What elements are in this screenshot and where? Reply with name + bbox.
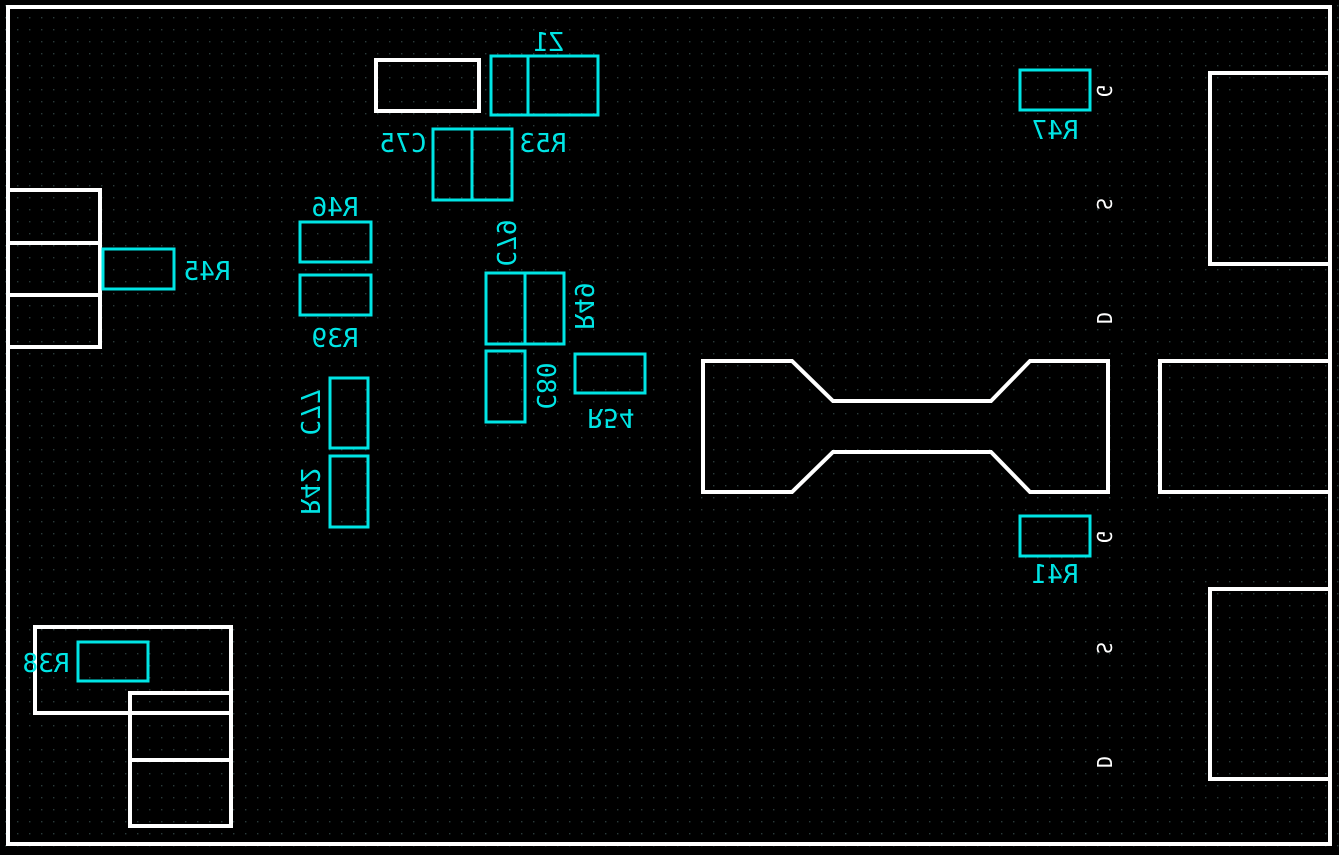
refdes-c79: C79 xyxy=(490,220,520,267)
pin-labels: G S D G S D xyxy=(1092,85,1116,768)
r38-body[interactable] xyxy=(76,640,150,683)
pin-label-s-lower: S xyxy=(1092,642,1116,654)
refdes-r46: R46 xyxy=(312,193,359,223)
pin-label-s-upper: S xyxy=(1092,198,1116,210)
pin-label-g-lower: G xyxy=(1092,531,1116,543)
r47-body[interactable] xyxy=(1018,68,1092,112)
pin-label-g-upper: G xyxy=(1092,85,1116,97)
refdes-r38: R38 xyxy=(23,649,70,679)
pad-right-bottom xyxy=(1208,587,1330,781)
pin-label-d-upper: D xyxy=(1092,312,1116,324)
refdes-r42: R42 xyxy=(294,468,324,515)
refdes-labels: Z1 R53 C75 R46 R45 R39 C79 R49 C80 R54 C xyxy=(23,28,1079,679)
pad-right-top xyxy=(1208,71,1330,266)
pad-outlines xyxy=(8,58,1330,828)
connector-left-edge xyxy=(8,188,102,349)
component-bodies xyxy=(76,54,1092,683)
z1-body[interactable] xyxy=(489,54,600,117)
transistor-footprint xyxy=(701,359,1110,494)
refdes-r53: R53 xyxy=(520,129,567,159)
refdes-c80: C80 xyxy=(530,363,560,410)
r42-body[interactable] xyxy=(328,454,370,529)
refdes-r54: R54 xyxy=(588,402,635,432)
refdes-z1: Z1 xyxy=(533,28,564,58)
r54-body[interactable] xyxy=(573,352,647,395)
board-outline xyxy=(6,5,1332,846)
refdes-c75: C75 xyxy=(380,129,427,159)
refdes-r49: R49 xyxy=(568,283,598,330)
c80-body[interactable] xyxy=(484,349,527,424)
r45-body[interactable] xyxy=(101,247,176,291)
refdes-r47: R47 xyxy=(1032,116,1079,146)
pad-bottom-left-a xyxy=(33,625,233,715)
c77-body[interactable] xyxy=(328,376,370,450)
pin-label-d-lower: D xyxy=(1092,756,1116,768)
r46-body[interactable] xyxy=(298,220,373,264)
refdes-r41: R41 xyxy=(1032,560,1079,590)
r41-body[interactable] xyxy=(1018,514,1092,558)
pad-top-left xyxy=(374,58,481,113)
r39-body[interactable] xyxy=(298,273,373,317)
refdes-r45: R45 xyxy=(184,257,231,287)
refdes-c77: C77 xyxy=(294,389,324,436)
pad-right-middle xyxy=(1158,359,1330,494)
refdes-r39: R39 xyxy=(312,324,359,354)
